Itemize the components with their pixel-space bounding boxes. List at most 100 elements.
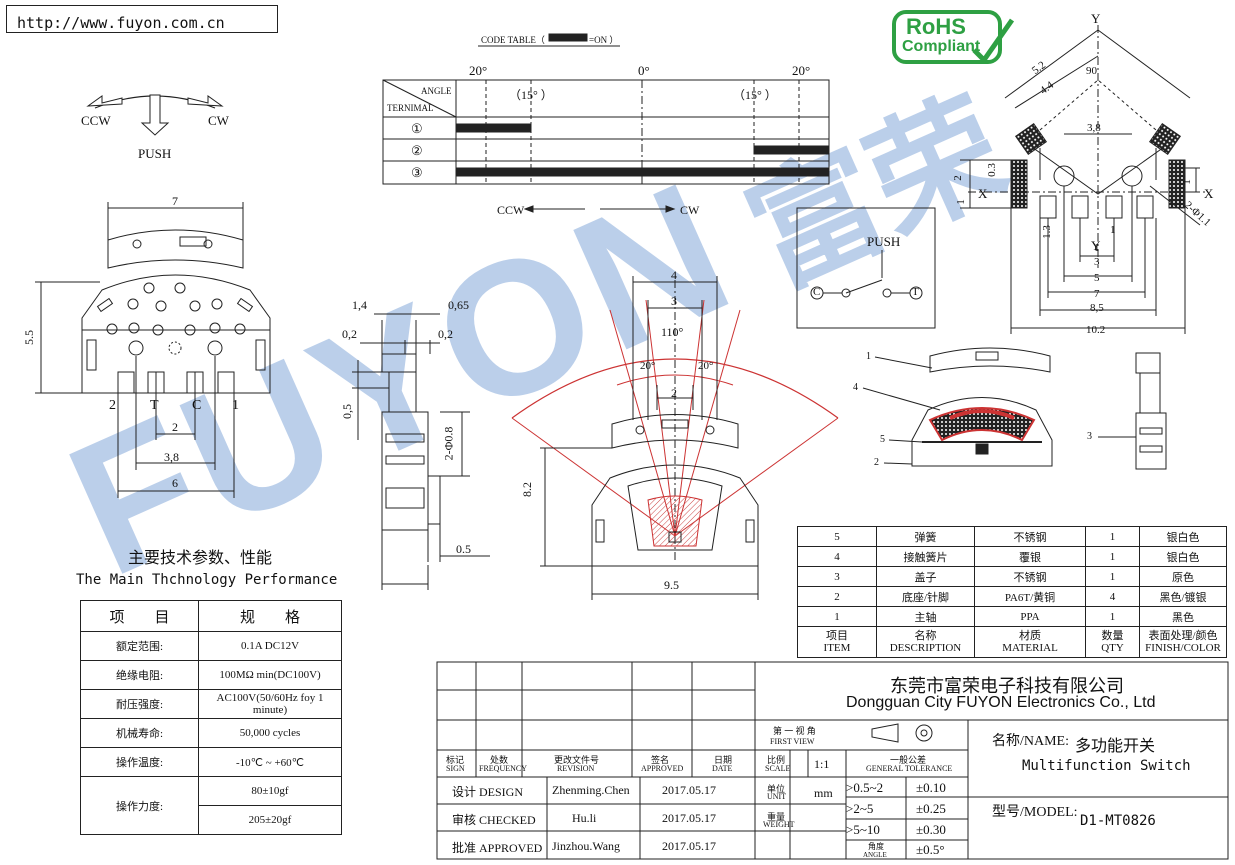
- dim-side-14: 1,4: [352, 298, 367, 312]
- url-box: http://www.fuyon.com.cn: [6, 5, 278, 33]
- dim-fp-1d: 1: [1094, 242, 1100, 254]
- checked-date: 2017.05.17: [662, 811, 716, 825]
- design-date: 2017.05.17: [662, 783, 716, 797]
- tol-angle: ±0.5°: [916, 842, 945, 857]
- dim-front-2: 2: [172, 420, 178, 434]
- tol-range: >0.5~2: [846, 780, 884, 795]
- unit-value: mm: [814, 786, 833, 800]
- scale-cn: 比例: [767, 755, 786, 765]
- axis-y-bottom: Y: [1091, 238, 1101, 253]
- bom-header-cn: 表面处理/颜色: [1148, 630, 1218, 642]
- bom-cell: 原色: [1139, 566, 1227, 587]
- dim-rot-82: 8.2: [520, 482, 534, 497]
- pin-label-2: 2: [109, 398, 116, 413]
- dim-fp-1c: 1: [1110, 224, 1116, 236]
- tol-range: >2~5: [846, 801, 874, 816]
- pin-label-t: T: [150, 398, 159, 413]
- bom-header-cn: 材质: [1019, 630, 1041, 642]
- dim-fp-2: 2: [951, 175, 964, 181]
- bom-header-en: QTY: [1101, 642, 1124, 654]
- bom-header-cn: 项目: [826, 630, 848, 642]
- unit-en: UNIT: [767, 792, 787, 801]
- title-block-lines: [436, 661, 1229, 860]
- approved-label: 批准 APPROVED: [452, 841, 543, 855]
- explode-label-5: 5: [880, 434, 885, 445]
- dim-rot-2: 2: [671, 386, 677, 400]
- dim-fp-3: 3: [1094, 256, 1100, 268]
- axis-y-top: Y: [1091, 11, 1101, 26]
- terminal-label: TERNIMAL: [387, 103, 434, 113]
- schematic-push: PUSH: [867, 234, 901, 249]
- rev-header-cn: 处数: [490, 755, 509, 765]
- bom-cell: 黑色/镀银: [1139, 586, 1227, 607]
- weight-cn: 重量: [767, 812, 786, 822]
- bom-cell: 1: [1085, 566, 1140, 587]
- side-view: [352, 313, 490, 590]
- bom-cell: 不锈钢: [974, 526, 1086, 547]
- name-en: Multifunction Switch: [1022, 758, 1191, 774]
- bom-cell: 银白色: [1139, 526, 1227, 547]
- dim-fp-03: 0.3: [985, 163, 998, 177]
- angle-en: ANGLE: [863, 851, 887, 859]
- tol-range: >5~10: [846, 822, 880, 837]
- angle-sub-right: （15° ）: [733, 88, 777, 102]
- rohs-subtitle: Compliant: [902, 38, 981, 55]
- explode-label-2: 2: [874, 457, 879, 468]
- explode-label-1: 1: [866, 351, 871, 362]
- rev-header-en: DATE: [712, 764, 733, 773]
- bom-cell: 2: [797, 586, 877, 607]
- dim-side-02b: 0,2: [438, 327, 453, 341]
- perf-header-spec: 规 格: [198, 600, 342, 632]
- axis-x-left: X: [978, 186, 988, 201]
- model-number: D1-MT0826: [1080, 813, 1156, 829]
- bom-cell: 弹簧: [876, 526, 975, 547]
- rev-header-en: APPROVED: [641, 764, 684, 773]
- perf-force-value: 205±20gf: [198, 805, 342, 835]
- bom-cell: 3: [797, 566, 877, 587]
- tol-value: ±0.30: [916, 822, 946, 837]
- code-table: [382, 33, 830, 213]
- first-view-cn: 第 一 视 角: [773, 726, 816, 736]
- rev-header-en: REVISION: [557, 764, 595, 773]
- bom-cell: 5: [797, 526, 877, 547]
- code-ccw: CCW: [497, 203, 525, 217]
- dim-fp-1: 1: [954, 199, 967, 205]
- perf-row-value: -10℃ ~ +60℃: [198, 747, 342, 777]
- rotation-view: [511, 276, 839, 600]
- rev-header-cn: 更改文件号: [554, 755, 600, 765]
- dim-fp-85: 8,5: [1090, 302, 1104, 314]
- angle-top-right: 20°: [792, 63, 811, 78]
- bom-cell: 主轴: [876, 606, 975, 627]
- axis-x-right: X: [1204, 186, 1214, 201]
- exploded-view: [862, 347, 1167, 470]
- motion-arrows: [86, 94, 224, 136]
- dim-rot-110: 110°: [661, 325, 684, 339]
- rev-header-en: SIGN: [446, 764, 465, 773]
- terminal-row-3: ③: [411, 165, 423, 180]
- bom-cell: 1: [1085, 526, 1140, 547]
- bom-header-en: FINISH/COLOR: [1145, 642, 1221, 654]
- schematic-c: C: [813, 286, 821, 298]
- weight-en: WEIGHT: [763, 820, 795, 829]
- perf-row-label: 绝缘电阻:: [80, 660, 199, 690]
- bom-cell: 不锈钢: [974, 566, 1086, 587]
- code-table-on: =ON ）: [589, 35, 619, 45]
- pin-label-1: 1: [232, 398, 239, 413]
- rev-header-cn: 标记: [446, 755, 465, 765]
- bom-cell: 银白色: [1139, 546, 1227, 567]
- dim-side-05b: 0.5: [456, 542, 471, 556]
- bom-cell: 底座/针脚: [876, 586, 975, 607]
- performance-table: 项 目 规 格 额定范围:0.1A DC12V 绝缘电阻:100MΩ min(D…: [80, 600, 342, 835]
- company-name-cn: 东莞市富荣电子科技有限公司: [890, 676, 1124, 697]
- bom-header-cn: 名称: [914, 630, 937, 642]
- rev-header-cn: 日期: [714, 755, 733, 765]
- model-label: 型号/MODEL:: [992, 805, 1078, 820]
- design-label: 设计 DESIGN: [452, 785, 523, 799]
- pin-label-c: C: [192, 398, 202, 413]
- bom-cell: 4: [797, 546, 877, 567]
